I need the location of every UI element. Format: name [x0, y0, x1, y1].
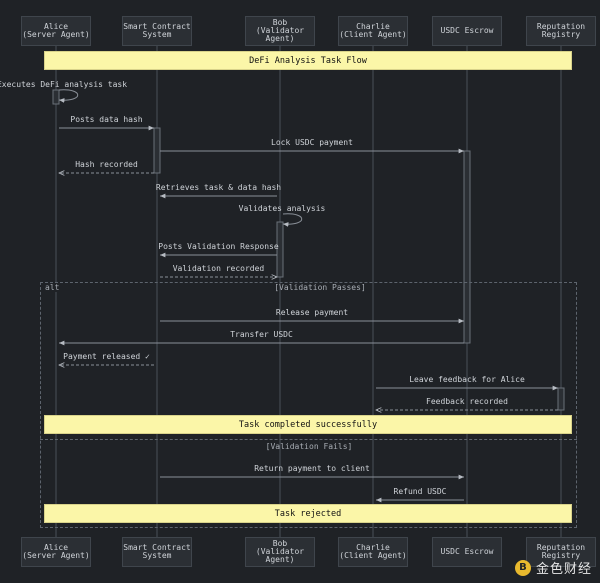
- message-label: Hash recorded: [75, 160, 138, 169]
- message-label: Refund USDC: [394, 487, 447, 496]
- message-label: Leave feedback for Alice: [409, 375, 525, 384]
- title-note: DeFi Analysis Task Flow: [44, 51, 572, 70]
- activation-bob: [276, 221, 284, 278]
- participant-label: Bob (Validator Agent): [255, 539, 305, 564]
- note-task-completed: Task completed successfully: [44, 415, 572, 434]
- message-2: Posts data hash: [59, 115, 154, 131]
- message-12: Leave feedback for Alice: [376, 375, 558, 391]
- watermark-text: 金色财经: [535, 562, 592, 577]
- title-note-text: DeFi Analysis Task Flow: [249, 55, 367, 66]
- message-13: Feedback recorded: [376, 397, 558, 410]
- participant-registry-bottom: Reputation Registry: [526, 537, 596, 567]
- note-task-rejected-text: Task rejected: [274, 508, 342, 519]
- message-14: Return payment to client: [160, 464, 464, 480]
- participant-escrow-top: USDC Escrow: [432, 16, 502, 46]
- participant-bob-top: Bob (Validator Agent): [245, 16, 315, 46]
- participant-label: Reputation Registry: [536, 22, 586, 39]
- activation-contract: [153, 127, 161, 174]
- message-6: Validates analysis: [239, 204, 326, 227]
- message-label: Validates analysis: [239, 204, 326, 213]
- self-arrow: [58, 89, 79, 103]
- message-label: Transfer USDC: [230, 330, 293, 339]
- alt-divider: [40, 439, 577, 440]
- message-label: Retrieves task & data hash: [156, 183, 281, 192]
- message-9: Release payment: [160, 308, 464, 324]
- participant-alice-top: Alice (Server Agent): [21, 16, 91, 46]
- participant-escrow-bottom: USDC Escrow: [432, 537, 502, 567]
- message-10: Transfer USDC: [59, 330, 464, 346]
- activation-registry: [557, 387, 565, 411]
- activation-escrow: [463, 150, 471, 344]
- message-label: Executes DeFi analysis task: [0, 80, 127, 89]
- participant-alice-bottom: Alice (Server Agent): [21, 537, 91, 567]
- participant-contract-bottom: Smart Contract System: [122, 537, 192, 567]
- message-label: Release payment: [276, 308, 348, 317]
- participant-label: USDC Escrow: [440, 26, 494, 35]
- message-11: Payment released ✓: [59, 352, 154, 365]
- message-1: Executes DeFi analysis task: [0, 80, 127, 103]
- note-task-completed-text: Task completed successfully: [238, 419, 378, 430]
- participant-label: Reputation Registry: [536, 543, 586, 560]
- message-label: Posts data hash: [70, 115, 142, 124]
- message-label: Feedback recorded: [426, 397, 508, 406]
- message-8: Validation recorded: [160, 264, 277, 277]
- guard-validation-passes: [Validation Passes]: [274, 283, 366, 292]
- participant-label: Charlie (Client Agent): [339, 543, 407, 560]
- guard-validation-fails: [Validation Fails]: [265, 442, 353, 451]
- activation-alice: [52, 89, 60, 105]
- self-arrow: [282, 213, 303, 227]
- participant-registry-top: Reputation Registry: [526, 16, 596, 46]
- message-7: Posts Validation Response: [158, 242, 279, 258]
- message-5: Retrieves task & data hash: [156, 183, 281, 199]
- participant-label: USDC Escrow: [440, 547, 494, 556]
- message-3: Lock USDC payment: [160, 138, 464, 154]
- participant-contract-top: Smart Contract System: [122, 16, 192, 46]
- participant-label: Smart Contract System: [123, 543, 191, 560]
- message-label: Validation recorded: [173, 264, 265, 273]
- watermark: B 金色财经: [514, 558, 592, 577]
- alt-frame-tag: alt: [42, 283, 63, 292]
- participant-label: Charlie (Client Agent): [339, 22, 407, 39]
- note-task-rejected: Task rejected: [44, 504, 572, 523]
- message-label: Posts Validation Response: [158, 242, 279, 251]
- message-label: Payment released ✓: [63, 352, 150, 361]
- participant-charlie-bottom: Charlie (Client Agent): [338, 537, 408, 567]
- message-15: Refund USDC: [376, 487, 464, 503]
- participant-charlie-top: Charlie (Client Agent): [338, 16, 408, 46]
- participant-bob-bottom: Bob (Validator Agent): [245, 537, 315, 567]
- participant-label: Bob (Validator Agent): [255, 18, 305, 43]
- message-label: Return payment to client: [254, 464, 370, 473]
- participant-label: Alice (Server Agent): [22, 543, 90, 560]
- alt-frame: [40, 282, 577, 528]
- participant-label: Alice (Server Agent): [22, 22, 90, 39]
- watermark-logo-icon: B: [514, 559, 531, 576]
- message-label: Lock USDC payment: [271, 138, 353, 147]
- message-4: Hash recorded: [59, 160, 154, 173]
- participant-label: Smart Contract System: [123, 22, 191, 39]
